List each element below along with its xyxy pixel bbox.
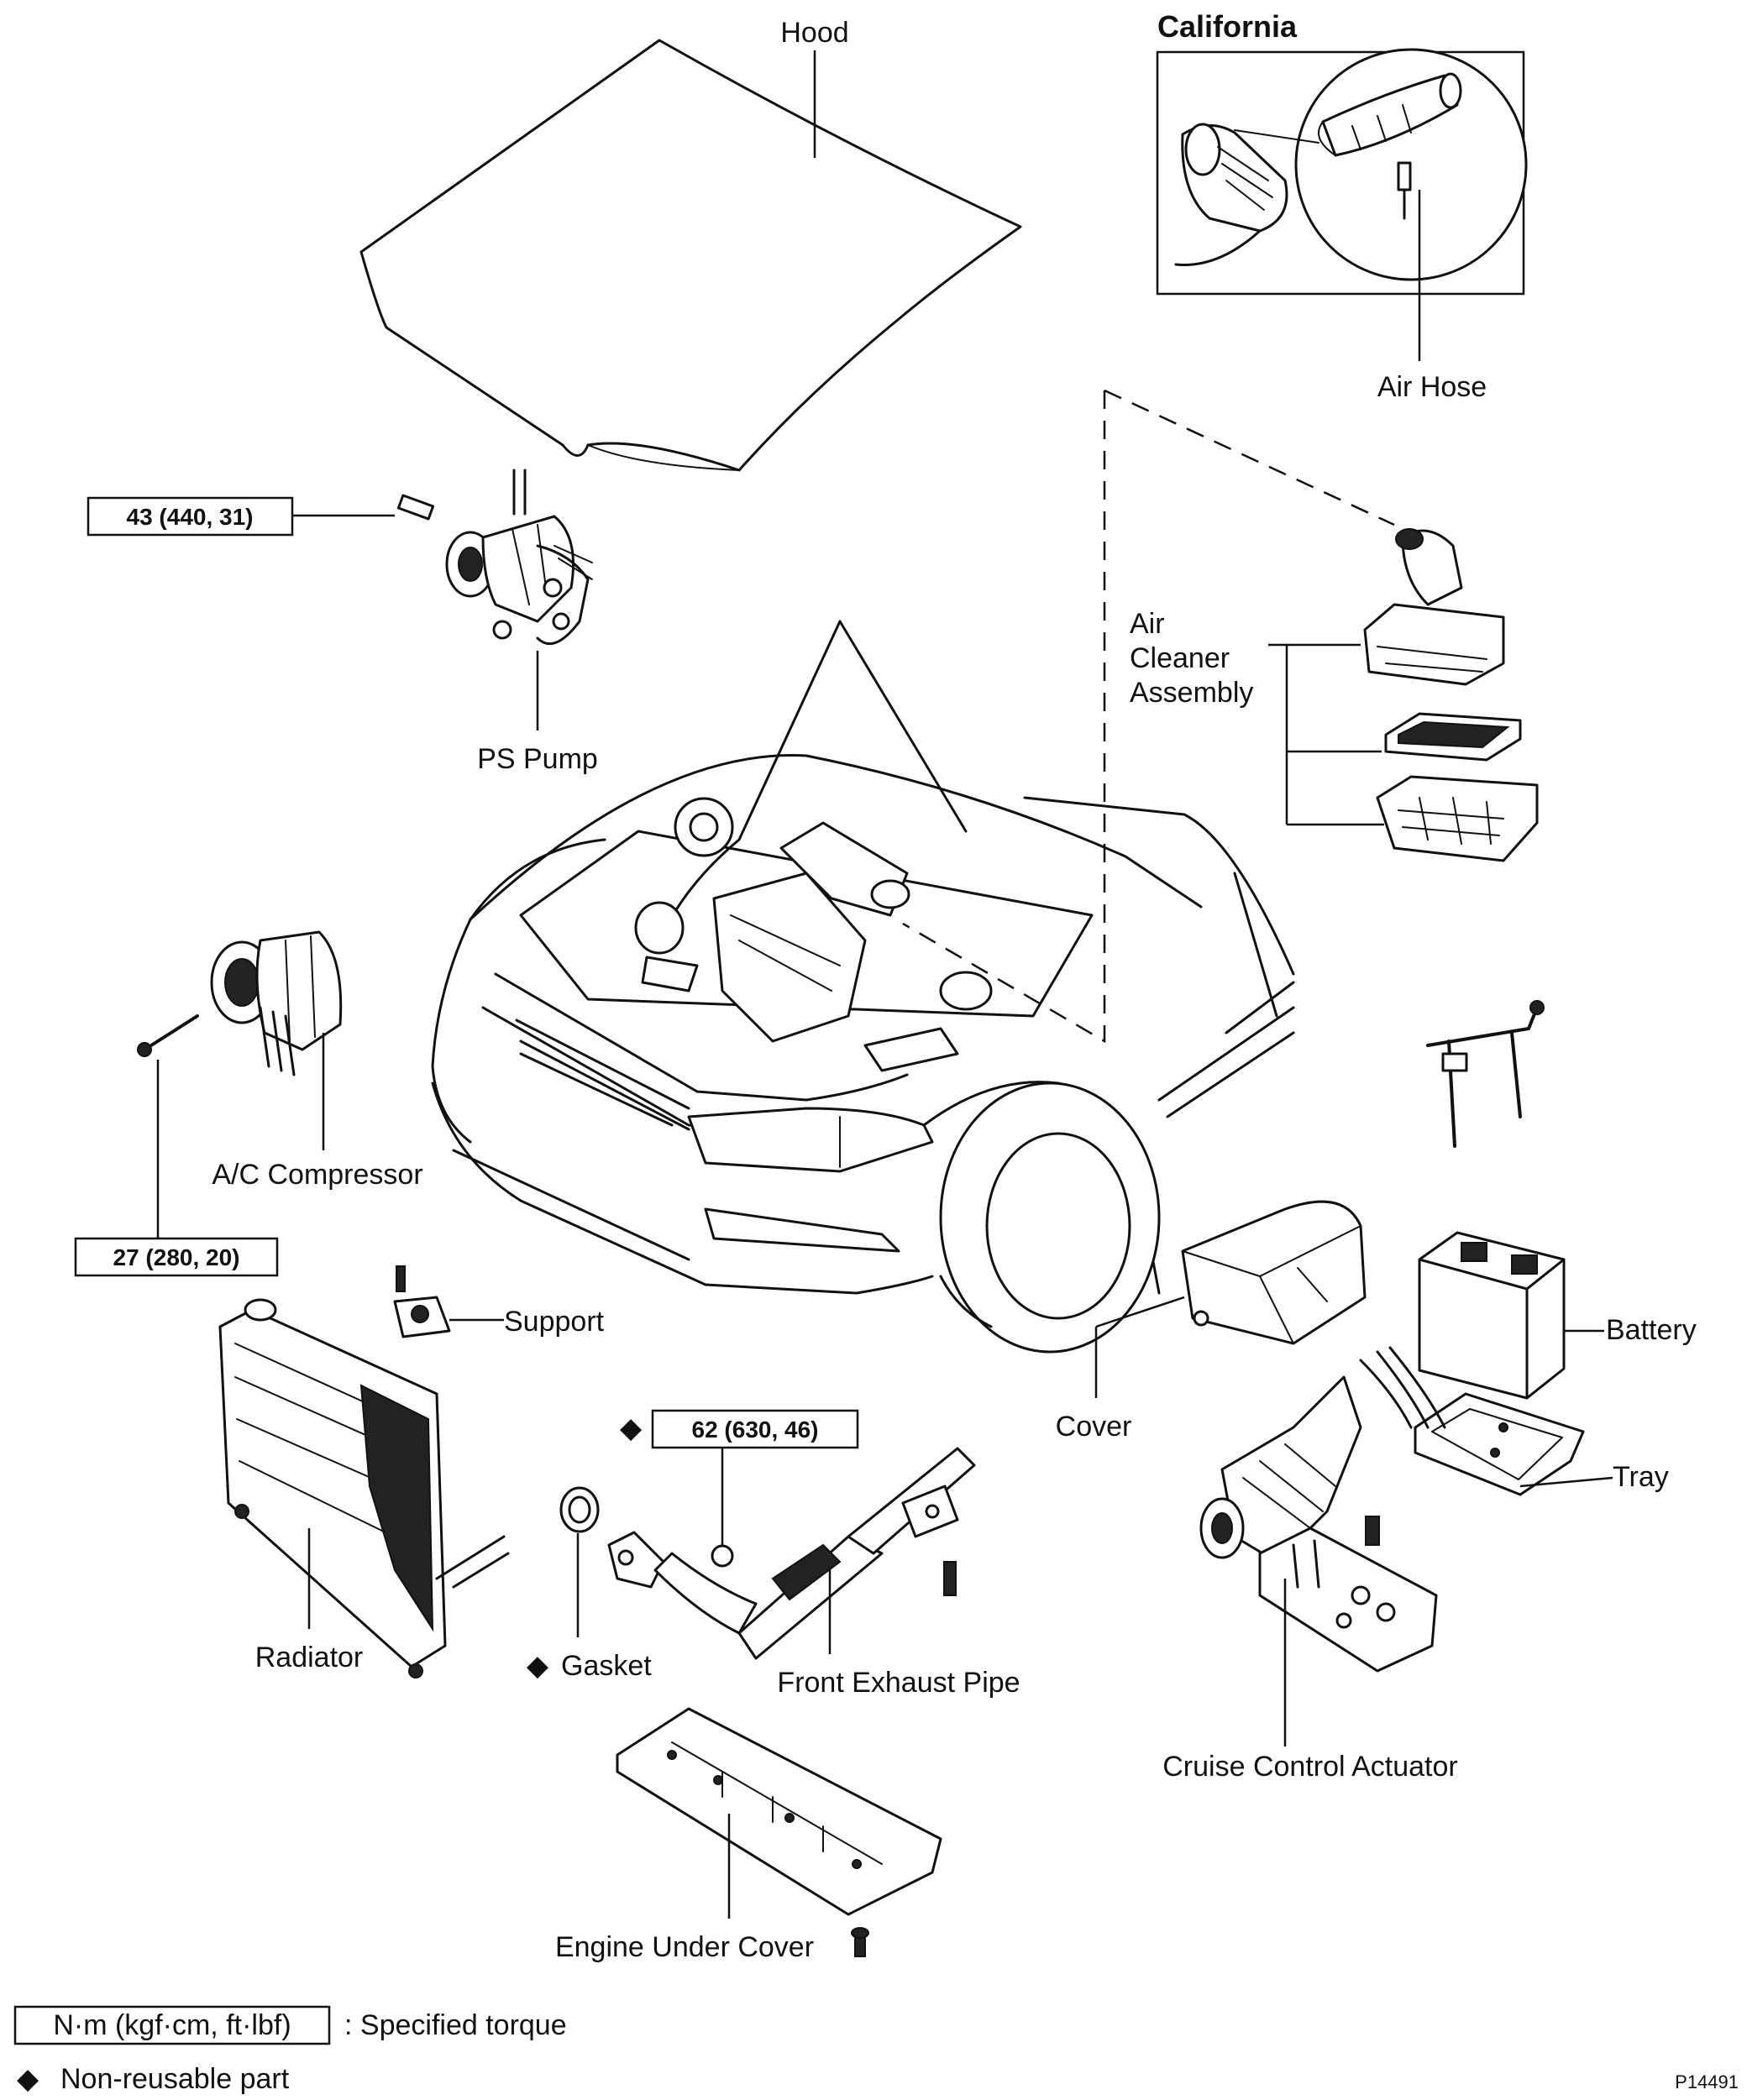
cruise-control-label: Cruise Control Actuator [1162,1751,1458,1783]
ac-compressor-label: A/C Compressor [212,1159,422,1191]
front-exhaust-pipe-part [607,1447,976,1660]
ac-compressor-part [137,930,343,1076]
car-body [431,620,1295,1354]
radiator-label: Radiator [255,1642,364,1673]
exhaust-nut-nonreusable-symbol: ◆ [620,1412,643,1444]
intake-dashed-guide [902,390,1106,1044]
intake-dashed-guide-2 [1104,389,1395,526]
cover-part [1181,1200,1367,1345]
legend-nonreusable-symbol: ◆ [17,2063,39,2095]
battery-part [1418,1231,1566,1400]
ac-compressor-torque-box [74,1237,279,1277]
ps-pump-torque-value: 43 (440, 31) [127,504,254,530]
ps-pump-label: PS Pump [477,743,598,775]
ps-pump-part [396,469,593,646]
radiator-part [218,1298,510,1678]
california-inset [1156,48,1528,296]
figure-id: P14491 [1675,2071,1739,2092]
battery-clamp-part [1426,1000,1545,1148]
cruise-control-actuator-part [1199,1346,1446,1673]
support-label: Support [504,1306,605,1338]
gasket-label: Gasket [561,1650,652,1682]
air-hose-label: Air Hose [1377,371,1487,403]
cover-label: Cover [1056,1411,1132,1443]
california-title: California [1157,9,1298,44]
legend-torque-unit: N·m (kgf·cm, ft·lbf) [53,2009,291,2041]
air-cleaner-label-line1: Air [1130,608,1165,640]
engine-under-cover-label: Engine Under Cover [555,1931,814,1963]
tray-label: Tray [1613,1461,1669,1493]
exhaust-nut-torque-value: 62 (630, 46) [692,1417,819,1443]
front-exhaust-label: Front Exhaust Pipe [777,1667,1020,1699]
hood-label: Hood [780,17,848,49]
air-cleaner-label-line2: Cleaner [1130,642,1230,674]
tray-part [1414,1392,1585,1496]
engine-under-cover-part [616,1707,942,1916]
gasket-symbol: ◆ [527,1650,549,1682]
legend-torque-desc: : Specified torque [344,2009,567,2041]
legend-torque-unit-box [13,2005,331,2045]
exhaust-nut-torque-box [651,1409,859,1449]
ac-compressor-torque-value: 27 (280, 20) [113,1244,240,1270]
battery-label: Battery [1606,1314,1697,1346]
cover-leader-h [1095,1296,1185,1328]
support-part [393,1265,451,1338]
gasket-part [559,1486,600,1533]
hood-part [359,39,1022,472]
air-cleaner-assembly-part [1363,528,1539,862]
engine-under-cover-clip [851,1927,869,1957]
tray-leader [1519,1476,1613,1488]
air-cleaner-label-line3: Assembly [1130,677,1253,709]
legend-nonreusable-desc: Non-reusable part [60,2063,290,2095]
